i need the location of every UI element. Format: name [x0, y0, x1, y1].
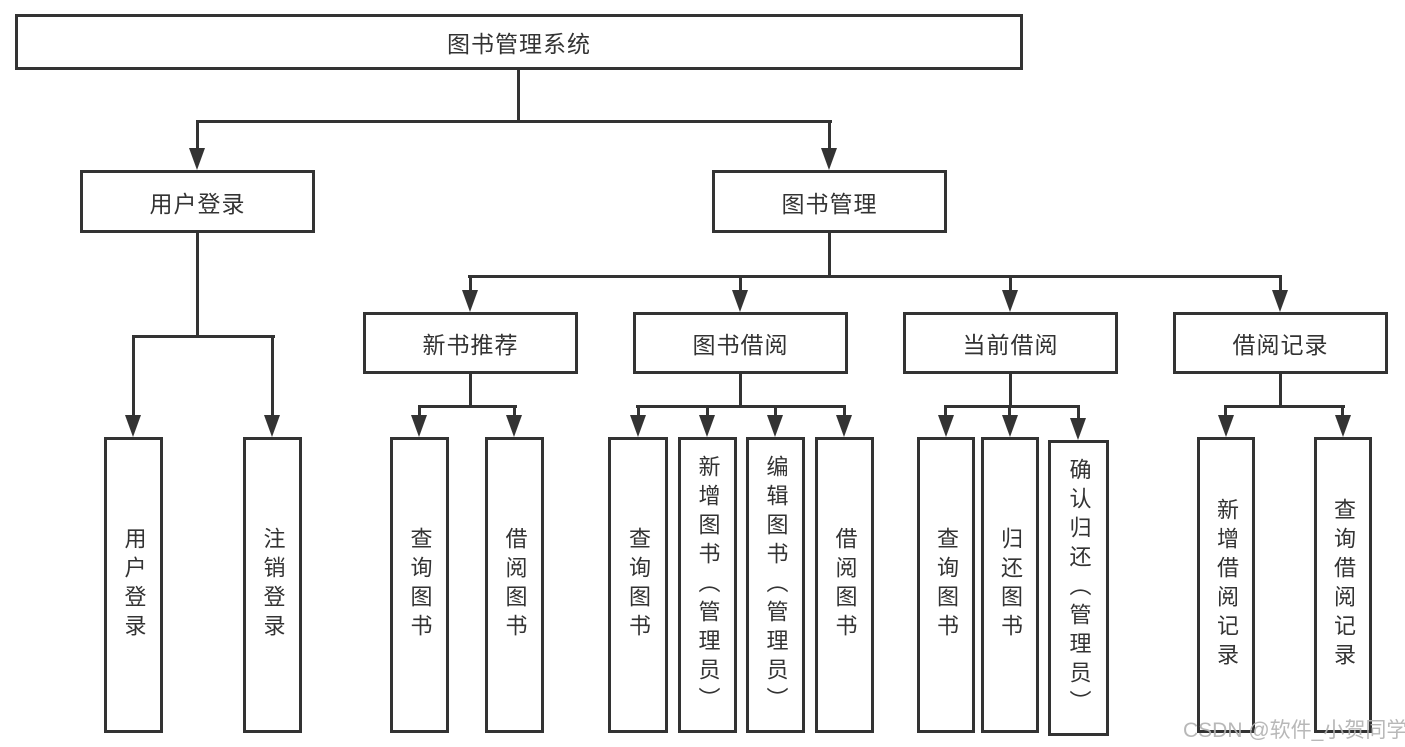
connector-bookmgmt-stem [828, 233, 831, 277]
arrow-down-icon [506, 415, 522, 437]
connector-drop-cb-return [1008, 405, 1011, 417]
connector-drop-rec-borrow [513, 405, 516, 417]
node-root: 图书管理系统 [15, 14, 1023, 70]
arrow-down-icon [1002, 415, 1018, 437]
arrow-down-icon [821, 148, 837, 170]
node-book-borrow: 图书借阅 [633, 312, 848, 374]
arrow-down-icon [699, 415, 715, 437]
leaf-rec-borrow-books: 借阅图书 [485, 437, 544, 733]
connector-root-stem [517, 69, 520, 123]
leaf-bb-query-books: 查询图书 [608, 437, 668, 733]
arrow-down-icon [836, 415, 852, 437]
connector-userlogin-bar [132, 335, 275, 338]
connector-drop-bb-add [706, 405, 709, 417]
leaf-bb-edit-books: 编辑图书（管理员） [746, 437, 805, 733]
leaf-cb-query-books: 查询图书 [917, 437, 975, 733]
arrow-down-icon [1002, 290, 1018, 312]
connector-root-bar [196, 120, 832, 123]
connector-drop-login [132, 335, 135, 415]
node-new-book-recommend: 新书推荐 [363, 312, 578, 374]
leaf-br-add-record: 新增借阅记录 [1197, 437, 1255, 733]
connector-br-stem [1279, 374, 1282, 407]
connector-bookmgmt-bar [468, 275, 1282, 278]
connector-drop-new-book-rec [469, 275, 472, 293]
connector-drop-current-borrow [1009, 275, 1012, 293]
connector-userlogin-stem [196, 233, 199, 337]
node-book-management: 图书管理 [712, 170, 947, 233]
arrow-down-icon [462, 290, 478, 312]
arrow-down-icon [767, 415, 783, 437]
connector-bb-stem [739, 374, 742, 407]
node-user-login: 用户登录 [80, 170, 315, 233]
arrow-down-icon [125, 415, 141, 437]
connector-drop-bb-edit [774, 405, 777, 417]
connector-cb-stem [1009, 374, 1012, 407]
arrow-down-icon [189, 148, 205, 170]
arrow-down-icon [938, 415, 954, 437]
leaf-cb-confirm-return: 确认归还（管理员） [1048, 440, 1109, 736]
leaf-rec-query-books: 查询图书 [390, 437, 449, 733]
connector-drop-book-mgmt [828, 120, 831, 150]
connector-drop-logout [271, 335, 274, 415]
connector-drop-bb-borrow [843, 405, 846, 417]
connector-drop-book-borrow [739, 275, 742, 293]
connector-rec-bar [418, 405, 517, 408]
csdn-watermark: CSDN @软件_小贺同学 [1183, 719, 1405, 742]
connector-rec-stem [469, 374, 472, 407]
arrow-down-icon [1335, 415, 1351, 437]
node-current-borrow: 当前借阅 [903, 312, 1118, 374]
leaf-logout: 注销登录 [243, 437, 302, 733]
connector-drop-borrow-records [1279, 275, 1282, 293]
leaf-cb-return-books: 归还图书 [981, 437, 1039, 733]
arrow-down-icon [630, 415, 646, 437]
connector-br-bar [1224, 405, 1345, 408]
leaf-br-query-record: 查询借阅记录 [1314, 437, 1372, 733]
arrow-down-icon [411, 415, 427, 437]
connector-drop-cb-confirm [1077, 405, 1080, 420]
connector-drop-br-query [1341, 405, 1344, 417]
connector-drop-br-add [1224, 405, 1227, 417]
connector-drop-bb-query [637, 405, 640, 417]
arrow-down-icon [1070, 418, 1086, 440]
connector-bb-bar [636, 405, 846, 408]
arrow-down-icon [1218, 415, 1234, 437]
arrow-down-icon [264, 415, 280, 437]
connector-cb-bar [944, 405, 1080, 408]
arrow-down-icon [732, 290, 748, 312]
arrow-down-icon [1272, 290, 1288, 312]
connector-drop-user-login [196, 120, 199, 150]
connector-drop-rec-query [418, 405, 421, 417]
node-borrow-records: 借阅记录 [1173, 312, 1388, 374]
connector-drop-cb-query [944, 405, 947, 417]
leaf-user-login: 用户登录 [104, 437, 163, 733]
leaf-bb-borrow-books: 借阅图书 [815, 437, 874, 733]
leaf-bb-add-books: 新增图书（管理员） [678, 437, 737, 733]
